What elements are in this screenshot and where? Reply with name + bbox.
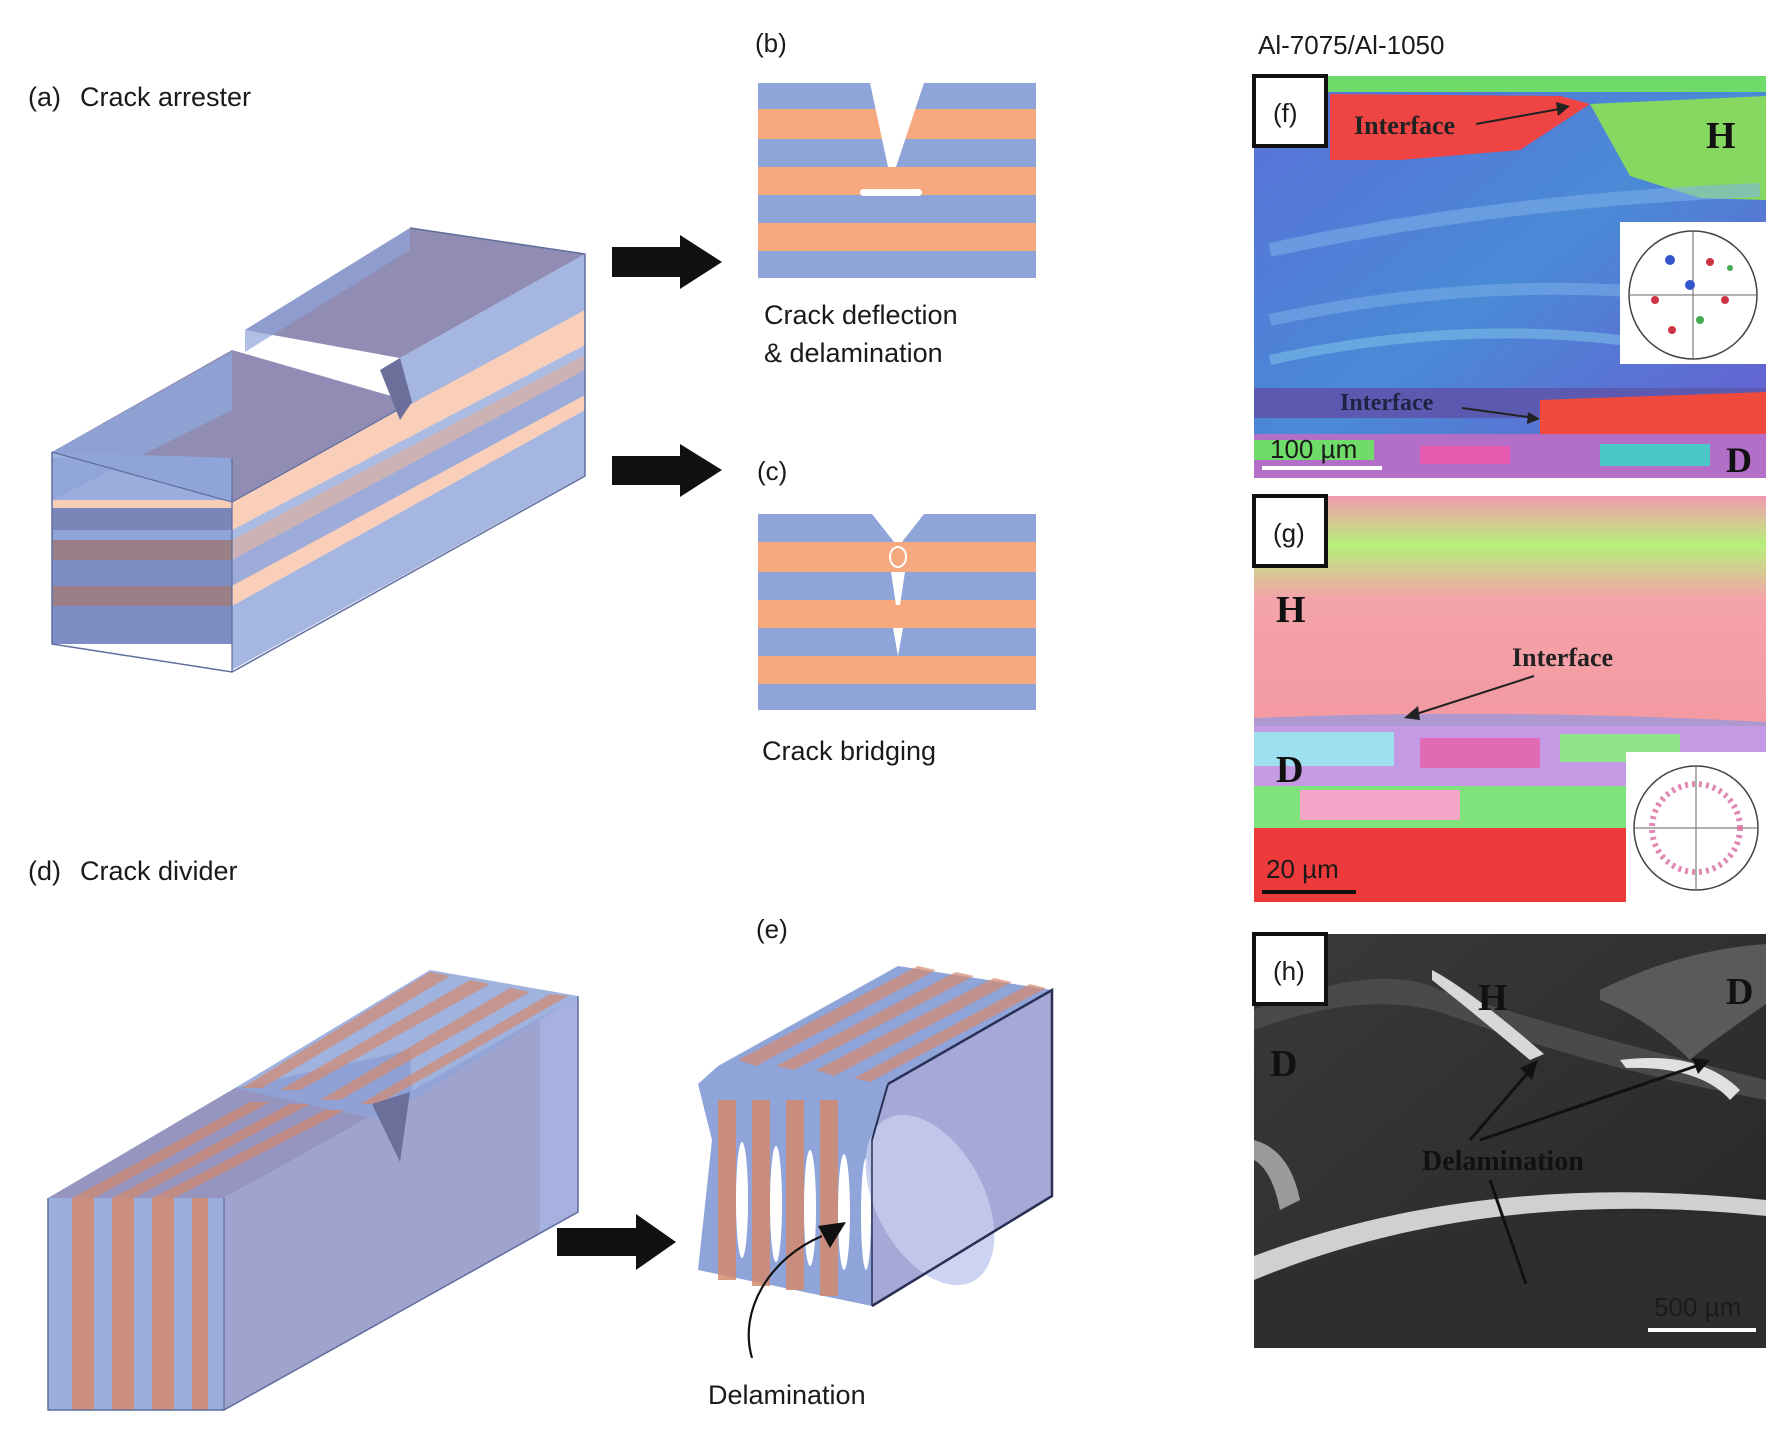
panel-d-title: Crack divider: [80, 856, 238, 886]
panel-f-interface-top: Interface: [1354, 111, 1455, 140]
panel-f-hard-label: H: [1706, 115, 1736, 157]
panel-a-title: Crack arrester: [80, 82, 251, 112]
panel-h-scale: 500 µm: [1654, 1292, 1741, 1322]
panel-h-ductile-right: D: [1726, 971, 1753, 1013]
micrograph-g: [1252, 494, 1766, 902]
panel-b-letter: (b): [755, 28, 787, 58]
panel-c-letter: (c): [757, 456, 787, 486]
delamination-callout-head: [818, 1222, 846, 1248]
panel-f-ductile-label: D: [1726, 440, 1752, 480]
panel-h-ductile-left: D: [1270, 1043, 1297, 1085]
panel-e-letter: (e): [756, 914, 788, 944]
panel-h-delamination: Delamination: [1422, 1146, 1584, 1177]
panel-c-caption: Crack bridging: [762, 736, 936, 766]
micrograph-f: [1252, 74, 1766, 478]
panel-g-hard-label: H: [1276, 589, 1306, 631]
micro-header: Al-7075/Al-1050: [1258, 30, 1444, 60]
delamination-callout-line: [747, 1234, 823, 1359]
panel-b-caption-line2: & delamination: [764, 338, 943, 368]
panel-a-block: [51, 227, 586, 673]
panel-g-scale: 20 µm: [1266, 854, 1339, 884]
panel-b-diagram: [758, 83, 1036, 278]
panel-d-letter: (d): [28, 856, 61, 886]
panel-g-letter: (g): [1273, 518, 1305, 548]
panel-h-hard-label: H: [1478, 977, 1508, 1019]
panel-f-letter: (f): [1273, 98, 1298, 128]
panel-g-interface: Interface: [1512, 643, 1613, 672]
panel-c-diagram: [758, 514, 1036, 710]
panel-f-interface-bottom: Interface: [1340, 390, 1434, 416]
arrow-a-to-c: [612, 444, 722, 497]
panel-a-letter: (a): [28, 82, 61, 112]
arrow-a-to-b: [612, 235, 722, 289]
panel-e-block: [698, 966, 1054, 1308]
arrow-d-to-e: [557, 1214, 676, 1270]
panel-d-block: [47, 970, 579, 1411]
panel-h-letter: (h): [1273, 956, 1305, 986]
panel-b-caption-line1: Crack deflection: [764, 300, 958, 330]
panel-e-annotation: Delamination: [708, 1380, 866, 1410]
panel-g-ductile-label: D: [1276, 749, 1303, 791]
micrograph-h: [1252, 932, 1766, 1348]
panel-f-scale: 100 µm: [1270, 434, 1357, 464]
